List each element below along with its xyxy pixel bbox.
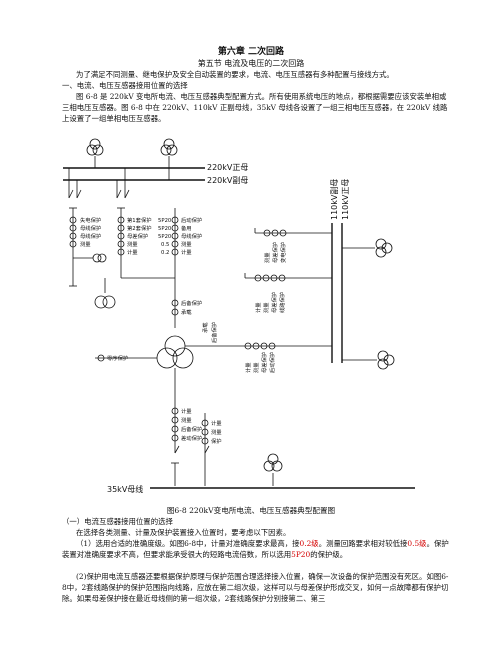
bus110-lower-label: 后动保护	[268, 352, 276, 373]
line-ct-stack	[69, 216, 77, 248]
accuracy-text: 。测量回路要求相对较低接	[318, 539, 408, 548]
tx-ct-right-label: 后动保护	[181, 216, 202, 224]
tx-ct-class: 5P20	[158, 234, 172, 240]
bus110-upper-label: 变电保护	[279, 242, 287, 263]
line-vt	[73, 253, 107, 263]
neutral-ct	[171, 299, 179, 316]
tx35-right-label: 保护	[211, 437, 222, 445]
tx35-left-label: 测量	[181, 416, 192, 424]
tx-ct-right-stack	[171, 208, 179, 278]
line-ct-label: 母线保护	[80, 232, 101, 240]
bus110-lower-label: 计量	[244, 362, 252, 373]
line-ct-label: 测量	[80, 240, 91, 248]
bus-35-label: 35kV母线	[107, 484, 143, 494]
neutral-ct-label: 承载	[181, 308, 192, 316]
transformer-35-lead	[171, 368, 180, 486]
intro-paragraph: 为了满足不同测量、继电保护及安全自动装置的要求，电流、电压互感器有多种配置与接线…	[76, 70, 394, 79]
vt-110-top	[342, 238, 393, 258]
tx-ct-right-label: 母线保护	[181, 232, 202, 240]
bus110-upper-label: 测量	[263, 252, 271, 263]
bus110-lower-label: 母差保护	[260, 352, 268, 373]
small-vert-label: 后备保护	[210, 322, 218, 343]
line-ct-label: 母线保护	[80, 224, 101, 232]
line-ct-label: 失电保护	[80, 216, 101, 224]
tx35-ct-left-stack	[171, 407, 179, 442]
tx35-right-label: 计量	[211, 419, 222, 427]
accuracy-text: 。保护装置对准确度要求不高，但要求能承受很大的短路电流倍数，所以选用	[62, 539, 449, 559]
accuracy-class-05: 0.5级	[407, 539, 427, 548]
tx-ct-right-label: 计量	[181, 248, 192, 256]
tx-ct-left-label: 计量	[127, 248, 138, 256]
small-vert-label: 承载	[201, 322, 209, 333]
neutral-ct-label: 后备保护	[181, 299, 202, 307]
tx-ct-class: 5P20	[158, 226, 172, 232]
tx35-left-label: 后备保护	[181, 425, 202, 433]
tx-ct-left-label: 测量	[127, 240, 138, 248]
accuracy-text: （1）选用合适的准确度级。如图6-8中，计量对准确度要求最高，接	[76, 539, 300, 548]
tx-ct-left-label: 第1套保护	[127, 216, 152, 224]
tx35-left-label: 计量	[181, 407, 192, 415]
bus-220-aux-label: 220kV副母	[207, 176, 248, 185]
zero-sequence	[95, 354, 157, 362]
feeder-110-mid	[244, 273, 332, 282]
bus-220-main-label: 220kV正母	[207, 163, 248, 172]
tx-ct-class: 0.2	[161, 250, 169, 256]
paragraph-figure-intro: 图 6-8 是 220kV 变电所电流、电压互感器典型配置方式。所有使用系统电压…	[62, 92, 448, 123]
tx-ct-left-label: 第2套保护	[127, 224, 152, 232]
bus110-mid-label: 测量	[262, 302, 270, 313]
vt-110-bottom	[342, 350, 395, 370]
bus110-lower-label: 测量	[252, 362, 260, 373]
section-title: 第五节 电流及电压的二次回路	[197, 59, 305, 68]
transformer-ct-stack	[117, 216, 125, 256]
line-bay	[68, 168, 82, 287]
paragraph-protection: (2)保护用电流互感器还要根据保护原理与保护范围合理选择接入位置，确保一次设备的…	[62, 572, 449, 603]
zero-seq-label: 零序保护	[107, 354, 128, 362]
accuracy-class-02: 0.2级	[299, 539, 319, 548]
bus110-mid-label: 计量	[254, 302, 262, 313]
paragraph-accuracy: （1）选用合适的准确度级。如图6-8中，计量对准确度要求最高，接0.2级。测量回…	[62, 539, 452, 561]
vt-35	[263, 453, 283, 486]
figure-caption: 图6-8 220kV变电所电流、电压互感器典型配置图	[166, 506, 336, 515]
station-transformer	[94, 278, 116, 309]
tx35-ct-right-stack	[201, 413, 210, 486]
feeder-110-lower	[185, 342, 332, 350]
bus110-mid-label: 母差保护	[270, 292, 278, 313]
bus-110-aux-label: 110kV副母	[330, 179, 339, 220]
feeder-110-upper	[254, 228, 332, 237]
tx-ct-class: 0.5	[161, 242, 169, 248]
chapter-title: 第六章 二次回路	[217, 47, 285, 57]
vt-220-right	[160, 138, 178, 180]
tx-ct-right-label: 备用	[181, 224, 192, 232]
main-transformer	[156, 335, 194, 369]
transformer-bay-220	[116, 168, 176, 328]
tx-ct-class: 5P20	[158, 218, 172, 224]
paragraph-factors: 在选择各类测量、计量及保护装置接入位置时，要考虑以下因素。	[76, 528, 291, 537]
tx35-right-label: 测量	[211, 428, 222, 436]
vt-220-left	[86, 138, 104, 168]
accuracy-text: 的保护级。	[310, 549, 348, 559]
tx-ct-left-label: 母差保护	[127, 232, 148, 240]
tx-ct-right-label: 测量	[181, 240, 192, 248]
bus110-upper-label: 母差保护	[271, 242, 279, 263]
bus-110-main-label: 110kV正母	[341, 179, 350, 220]
accuracy-class-5p20: 5P20	[291, 549, 311, 559]
bus110-mid-label: 线路保护	[278, 292, 286, 313]
heading-ct-location: （一）电流互感器接用位置的选择	[62, 517, 173, 526]
tx35-left-label: 差动保护	[181, 434, 202, 442]
heading-selection: 一、电流、电压互感器接用位置的选择	[62, 81, 188, 90]
substation-diagram: 220kV正母 220kV副母 失电保护 母线保护 母线保护 测量 第	[63, 138, 415, 494]
